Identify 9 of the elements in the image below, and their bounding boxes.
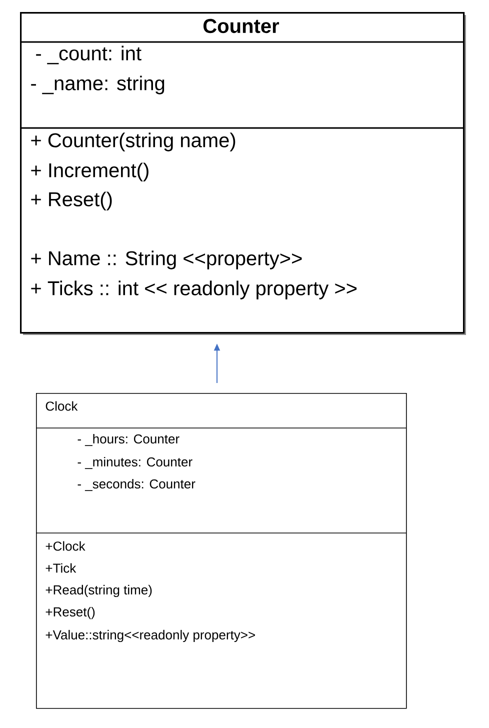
method-text: +Value::string<<readonly property>> [46,630,255,642]
method-text: +Read(string time) [46,584,152,598]
attribute-text: - _hours: Counter [78,434,180,446]
method-text: +Clock [46,541,86,551]
method-text: +Tick [46,563,76,573]
attribute-text: - _minutes: Counter [78,457,192,469]
method-text: +Reset() [46,606,95,620]
attribute-text: - _seconds: Counter [78,479,196,491]
class-name: Clock [46,401,78,411]
